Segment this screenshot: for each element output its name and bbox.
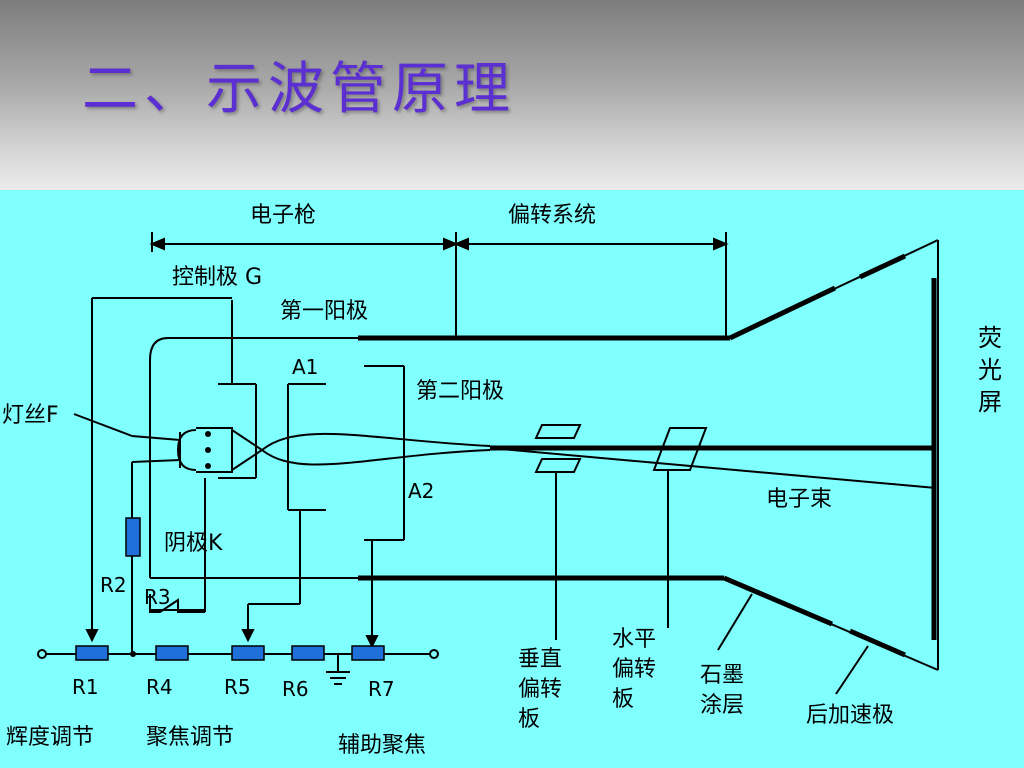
horizontal-plate-label-1: 水平 — [612, 627, 656, 652]
first-anode-label: 第一阳极 — [280, 299, 368, 324]
graphite-coating-label-1: 石墨 — [700, 663, 744, 688]
brightness-adjust-label: 辉度调节 — [6, 725, 94, 750]
filament-label: 灯丝F — [2, 403, 59, 428]
r2-label: R2 — [100, 573, 127, 597]
deflection-system-label: 偏转系统 — [508, 203, 596, 228]
electron-gun-label: 电子枪 — [250, 203, 316, 228]
screen-label-3: 屏 — [978, 388, 1002, 416]
screen-label-1: 荧 — [978, 324, 1002, 352]
dimension-lines — [149, 232, 729, 337]
post-accel-leader — [835, 645, 869, 695]
second-anode-label: 第二阳极 — [416, 379, 504, 404]
control-grid-label: 控制极 G — [172, 265, 262, 290]
crt-diagram-panel: 电子枪 偏转系统 控制极 G 第一阳极 A1 第二阳极 灯丝F A2 阴极K R… — [0, 190, 1024, 768]
vertical-plate-label-2: 偏转 — [518, 677, 562, 702]
slide-header: 二、示波管原理 — [0, 0, 1024, 190]
slide-title: 二、示波管原理 — [82, 57, 516, 122]
vertical-plate-label-1: 垂直 — [518, 647, 562, 672]
aux-focus-label: 辅助聚焦 — [338, 733, 426, 758]
r5-label: R5 — [224, 675, 251, 699]
horizontal-plate-label-3: 板 — [612, 687, 634, 712]
electron-beam — [261, 432, 937, 489]
r4-label: R4 — [146, 675, 173, 699]
filament-leads — [73, 413, 181, 652]
first-anode-plates — [287, 383, 326, 604]
graphite-coating-label-2: 涂层 — [700, 693, 744, 718]
electron-beam-label: 电子束 — [766, 487, 832, 512]
a1-lead — [241, 603, 300, 643]
horizontal-deflection-plates — [652, 427, 708, 628]
r1-label: R1 — [72, 675, 99, 699]
screen-label-2: 光 — [978, 356, 1002, 384]
vertical-plate-label-3: 板 — [518, 707, 540, 732]
r2-r3-network — [125, 517, 205, 613]
tube-envelope — [149, 239, 939, 671]
crt-diagram: 电子枪 偏转系统 控制极 G 第一阳极 A1 第二阳极 灯丝F A2 阴极K R… — [2, 203, 1002, 758]
r6-label: R6 — [282, 677, 309, 701]
vertical-deflection-plates — [534, 424, 582, 640]
r3-label: R3 — [144, 585, 171, 609]
resistor-chain — [37, 645, 439, 685]
r7-label: R7 — [368, 677, 395, 701]
a2-lead-arrow — [365, 635, 379, 649]
a1-label: A1 — [292, 355, 318, 379]
graphite-leader — [717, 593, 753, 651]
second-anode-plates — [364, 365, 405, 646]
a2-label: A2 — [408, 479, 434, 503]
horizontal-plate-label-2: 偏转 — [612, 657, 656, 682]
focus-adjust-label: 聚焦调节 — [146, 725, 234, 750]
grid-lead — [85, 297, 232, 643]
post-accel-label: 后加速极 — [806, 703, 894, 728]
cathode-assembly — [176, 300, 264, 612]
cathode-label: 阴极K — [164, 531, 223, 556]
